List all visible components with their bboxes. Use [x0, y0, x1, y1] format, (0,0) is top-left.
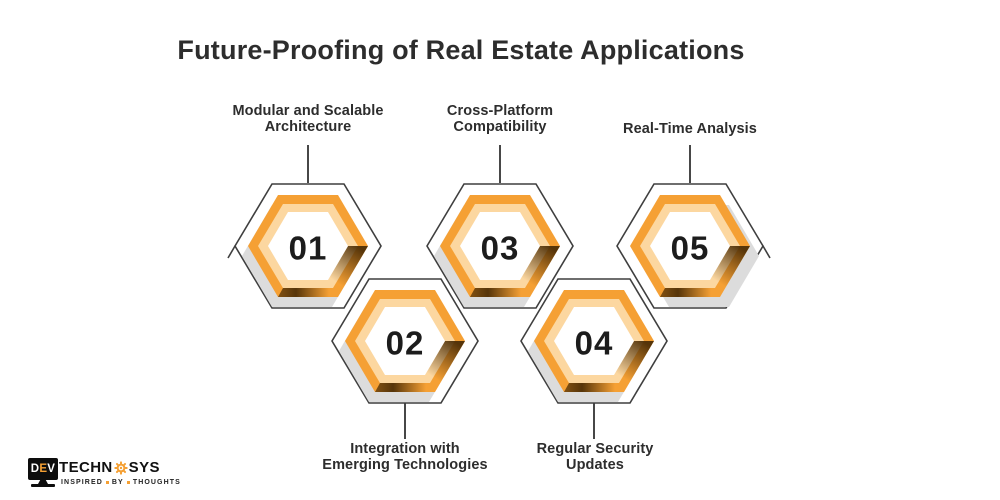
hexagon-step-01: 01	[227, 183, 382, 309]
connector-line-02	[404, 403, 406, 439]
hex-outline-tail	[227, 245, 236, 259]
hex-fold-right	[328, 246, 368, 297]
hex-fold-bottom	[470, 288, 530, 297]
hex-fold-bottom	[564, 383, 624, 392]
step-label-line: Emerging Technologies	[322, 456, 488, 473]
hex-outline-tail	[762, 245, 771, 259]
hexagon-step-05: 05	[616, 183, 771, 309]
connector-line-04	[593, 403, 595, 439]
tagline-word: INSPIRED	[61, 479, 103, 486]
hex-center-white	[554, 307, 634, 375]
logo-name: TECHN SYS	[59, 459, 160, 476]
step-label-03: Cross-Platform Compatibility	[390, 103, 610, 135]
tagline-word: BY	[111, 479, 124, 486]
hex-outline	[426, 183, 574, 309]
step-label-line: Regular Security	[536, 441, 654, 457]
step-number: 04	[575, 325, 614, 362]
hex-fold-bottom	[278, 288, 338, 297]
step-number: 03	[481, 230, 520, 267]
logo-tagline: INSPIRED BY THOUGHTS	[61, 479, 181, 486]
hex-center-white	[460, 212, 540, 280]
step-label-line: Updates	[566, 456, 624, 473]
logo-name-left: TECHN	[59, 459, 113, 476]
step-number: 05	[671, 230, 710, 267]
connector-line-03	[499, 145, 501, 183]
step-label-line: Cross-Platform	[446, 103, 554, 119]
logo-name-right: SYS	[128, 459, 160, 476]
hex-fold-right	[425, 341, 465, 392]
step-label-01: Modular and Scalable Architecture	[198, 103, 418, 135]
hexagon-step-03: 03	[426, 183, 574, 309]
step-label-line: Architecture	[264, 118, 352, 135]
step-number: 02	[386, 325, 425, 362]
step-label-line: Integration with	[350, 441, 460, 457]
logo-monitor-base	[31, 484, 55, 487]
hex-fold-right	[710, 246, 750, 297]
step-number: 01	[289, 230, 328, 267]
step-label-line: Compatibility	[453, 118, 547, 135]
tagline-separator	[126, 481, 130, 484]
hex-fold-bottom	[375, 383, 435, 392]
hex-center-white	[365, 307, 445, 375]
hexagon-step-02: 02	[331, 278, 479, 404]
logo-letter: D	[30, 463, 40, 475]
hex-center-white	[268, 212, 348, 280]
connector-line-05	[689, 145, 691, 183]
hex-center-white	[650, 212, 730, 280]
hexagon-step-04: 04	[520, 278, 668, 404]
step-label-02: Integration with Emerging Technologies	[295, 441, 515, 473]
hex-fold-right	[614, 341, 654, 392]
gear-icon	[114, 460, 128, 475]
hex-fold-right	[520, 246, 560, 297]
hex-fold-bottom	[660, 288, 720, 297]
tagline-word: THOUGHTS	[132, 479, 181, 486]
logo-monitor-stand	[38, 480, 48, 484]
hex-outline	[331, 278, 479, 404]
step-label-04: Regular Security Updates	[485, 441, 705, 473]
logo-letter: E	[39, 463, 48, 475]
connector-line-01	[307, 145, 309, 183]
step-label-line: Real-Time Analysis	[623, 121, 757, 137]
hex-outline	[616, 183, 764, 309]
step-label-line: Modular and Scalable	[232, 103, 384, 119]
logo-letter: V	[47, 463, 56, 475]
step-label-05: Real-Time Analysis	[580, 121, 800, 138]
page-title: Future-Proofing of Real Estate Applicati…	[177, 35, 745, 65]
hex-outline	[234, 183, 382, 309]
hex-outline	[520, 278, 668, 404]
tagline-separator	[105, 481, 109, 484]
